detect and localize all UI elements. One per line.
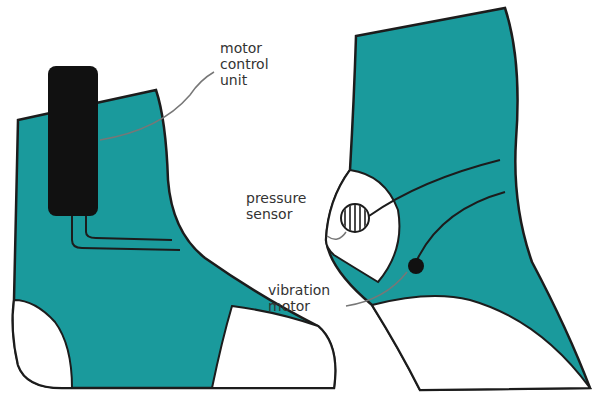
leader-line — [346, 272, 407, 306]
left-sock — [13, 66, 336, 388]
part-label: pressure sensor — [246, 190, 322, 222]
motor-control-unit — [48, 66, 98, 216]
part-label: vibration motor — [268, 282, 344, 314]
pressure-sensor — [341, 204, 369, 232]
vibration-motor — [408, 258, 424, 274]
leader-line — [327, 232, 346, 239]
right-sock — [326, 8, 590, 390]
part-label: motor control unit — [220, 40, 300, 88]
leader-line — [100, 72, 214, 140]
